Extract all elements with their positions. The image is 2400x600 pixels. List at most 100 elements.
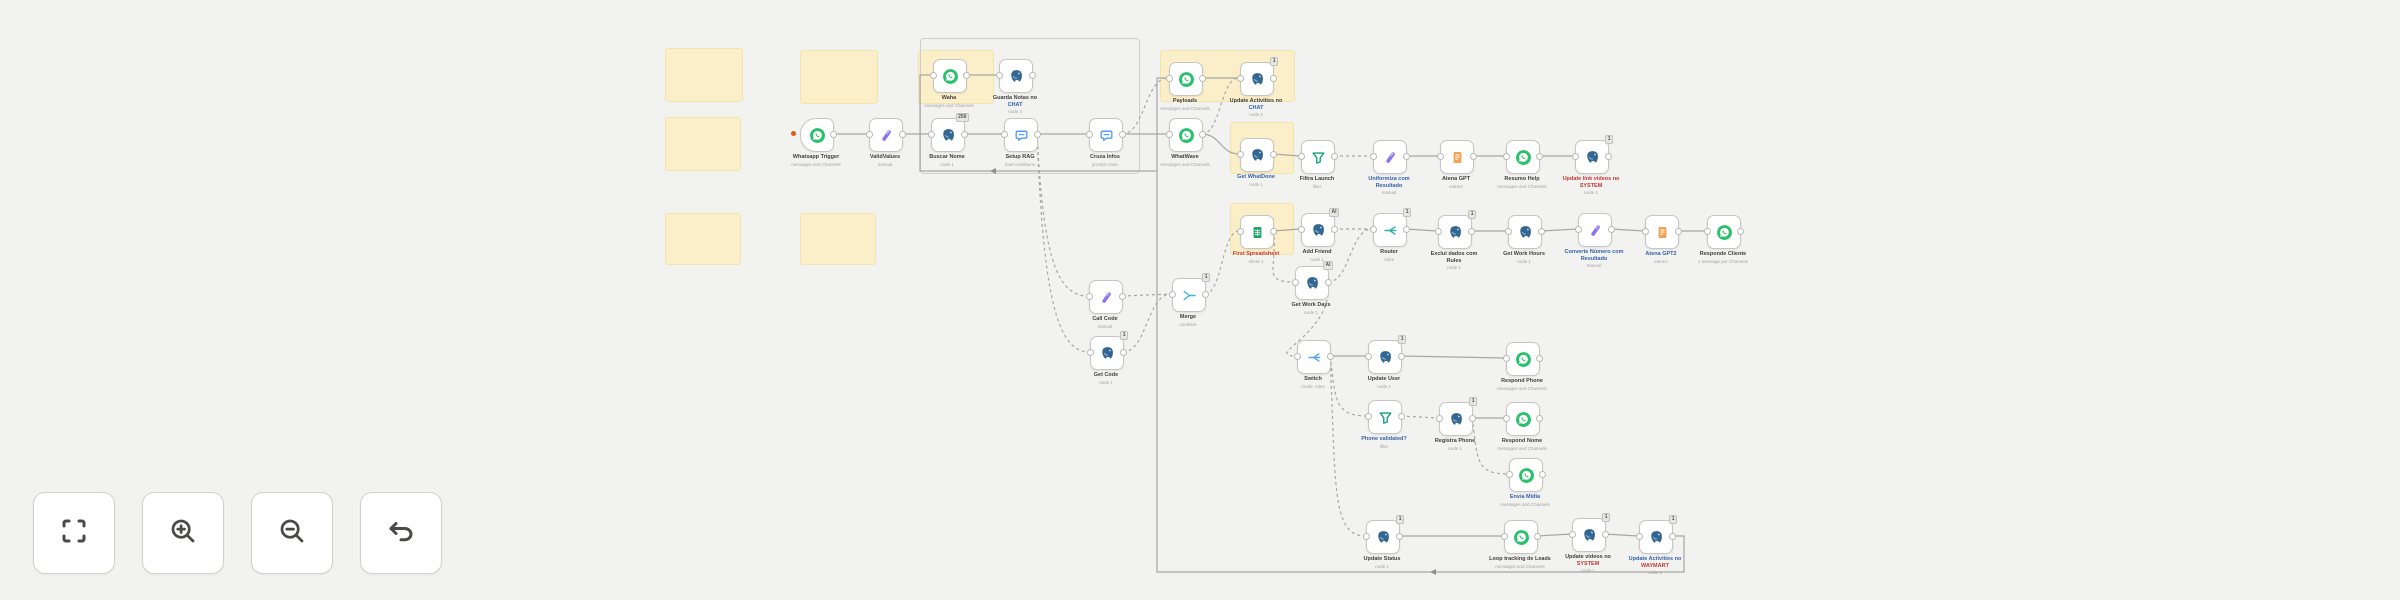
node-a2[interactable] bbox=[996, 59, 1036, 93]
node-sublabel: messages and Channels bbox=[1497, 183, 1547, 189]
items-count-badge: 1 bbox=[1120, 331, 1128, 340]
node-sublabel: node 1 bbox=[1448, 445, 1462, 451]
node-w5[interactable] bbox=[1503, 140, 1543, 174]
postgres-icon bbox=[1008, 68, 1025, 85]
items-count-badge: 1 bbox=[1403, 208, 1411, 217]
node-sublabel: messages and Channels bbox=[1497, 445, 1547, 451]
node-sublabel: node 1 bbox=[1099, 379, 1113, 385]
node-v1[interactable] bbox=[1365, 400, 1405, 434]
node-sublabel: mode: rules bbox=[1301, 383, 1325, 389]
node-v3[interactable] bbox=[1503, 402, 1543, 436]
whatsapp-icon bbox=[1178, 71, 1195, 88]
postgres-icon bbox=[1447, 224, 1464, 241]
filter-icon bbox=[1377, 409, 1394, 426]
node-sublabel: node 1 bbox=[1304, 309, 1318, 315]
set-icon bbox=[878, 127, 895, 144]
node-f8[interactable] bbox=[1704, 215, 1744, 249]
node-sublabel: sheet 1 bbox=[1248, 258, 1264, 264]
node-w6[interactable]: 1 bbox=[1572, 135, 1613, 174]
node-f5[interactable] bbox=[1505, 215, 1545, 249]
node-sublabel: messages and Channels bbox=[1160, 161, 1210, 167]
node-n4[interactable] bbox=[1001, 118, 1041, 152]
node-m1[interactable] bbox=[1086, 280, 1126, 314]
items-count-badge: 256 bbox=[955, 113, 969, 122]
doc-icon bbox=[1449, 149, 1466, 166]
node-sublabel: messages and Channels bbox=[1497, 385, 1547, 391]
node-f7[interactable] bbox=[1642, 215, 1682, 249]
node-f2[interactable]: AI bbox=[1298, 208, 1339, 247]
node-sublabel: node 1 bbox=[940, 161, 954, 167]
set-icon bbox=[1587, 222, 1604, 239]
node-f3[interactable]: 1 bbox=[1370, 208, 1411, 247]
items-count-badge: 1 bbox=[1468, 210, 1476, 219]
node-f6[interactable] bbox=[1575, 213, 1615, 247]
node-a1[interactable] bbox=[930, 59, 970, 93]
node-sublabel: node 2 bbox=[1249, 112, 1263, 117]
edge-b2-b3 bbox=[1536, 533, 1572, 537]
node-n5[interactable] bbox=[1086, 118, 1126, 152]
node-w1[interactable] bbox=[1237, 138, 1277, 172]
whatsapp-icon bbox=[1513, 529, 1530, 546]
sticky-note-s2[interactable] bbox=[800, 50, 878, 104]
sticky-note-s5[interactable] bbox=[800, 213, 876, 265]
undo-button[interactable] bbox=[360, 492, 442, 574]
node-p1[interactable] bbox=[1166, 62, 1206, 96]
node-p2[interactable]: 1 bbox=[1237, 57, 1278, 96]
whatsapp-icon bbox=[1515, 351, 1532, 368]
node-m2[interactable]: 1 bbox=[1169, 273, 1210, 312]
node-sublabel: filter bbox=[1379, 443, 1389, 449]
node-sublabel: node 1 bbox=[1517, 258, 1531, 264]
node-b1[interactable]: 1 bbox=[1363, 515, 1404, 554]
node-f4[interactable]: 1 bbox=[1435, 210, 1476, 249]
items-count-badge: 1 bbox=[1669, 515, 1677, 524]
node-b3[interactable]: 1 bbox=[1569, 513, 1610, 552]
node-n3[interactable]: 256 bbox=[928, 113, 969, 152]
whatsapp-icon bbox=[1716, 224, 1733, 241]
postgres-icon bbox=[1517, 224, 1534, 241]
sticky-note-s1[interactable] bbox=[665, 48, 743, 102]
zoom-out-button[interactable] bbox=[251, 492, 333, 574]
sticky-note-s3[interactable] bbox=[665, 117, 741, 171]
node-f1[interactable] bbox=[1237, 215, 1277, 249]
node-n6[interactable] bbox=[1166, 118, 1206, 152]
whatsapp-icon bbox=[1178, 127, 1195, 144]
node-u1[interactable]: 1 bbox=[1365, 335, 1406, 374]
node-w3[interactable] bbox=[1370, 140, 1410, 174]
fit-view-button[interactable] bbox=[33, 492, 115, 574]
zoom-in-button[interactable] bbox=[142, 492, 224, 574]
edge-f3-f4 bbox=[1405, 228, 1438, 232]
node-v2[interactable]: 1 bbox=[1436, 397, 1477, 436]
sticky-note-s4[interactable] bbox=[665, 213, 741, 265]
node-m3[interactable]: 1 bbox=[1087, 331, 1128, 370]
node-w4[interactable] bbox=[1437, 140, 1477, 174]
node-m4[interactable]: AI bbox=[1292, 261, 1333, 300]
edge-v1-v2 bbox=[1400, 415, 1439, 419]
items-count-badge: AI bbox=[1329, 208, 1339, 217]
fit-view-icon bbox=[59, 516, 89, 551]
node-w2[interactable] bbox=[1298, 140, 1338, 174]
node-v4[interactable] bbox=[1506, 458, 1546, 492]
node-sublabel: manual bbox=[877, 161, 893, 167]
node-m5[interactable] bbox=[1294, 340, 1334, 374]
node-u2[interactable] bbox=[1503, 342, 1543, 376]
node-n1[interactable] bbox=[800, 118, 837, 152]
node-b2[interactable] bbox=[1501, 520, 1541, 554]
sheet-icon bbox=[1249, 224, 1266, 241]
edge-f5-f6 bbox=[1540, 228, 1578, 232]
node-b4[interactable]: 1 bbox=[1636, 515, 1677, 554]
edge-f6-f7 bbox=[1610, 228, 1645, 232]
node-n2[interactable] bbox=[866, 118, 906, 152]
items-count-badge: 1 bbox=[1396, 515, 1404, 524]
